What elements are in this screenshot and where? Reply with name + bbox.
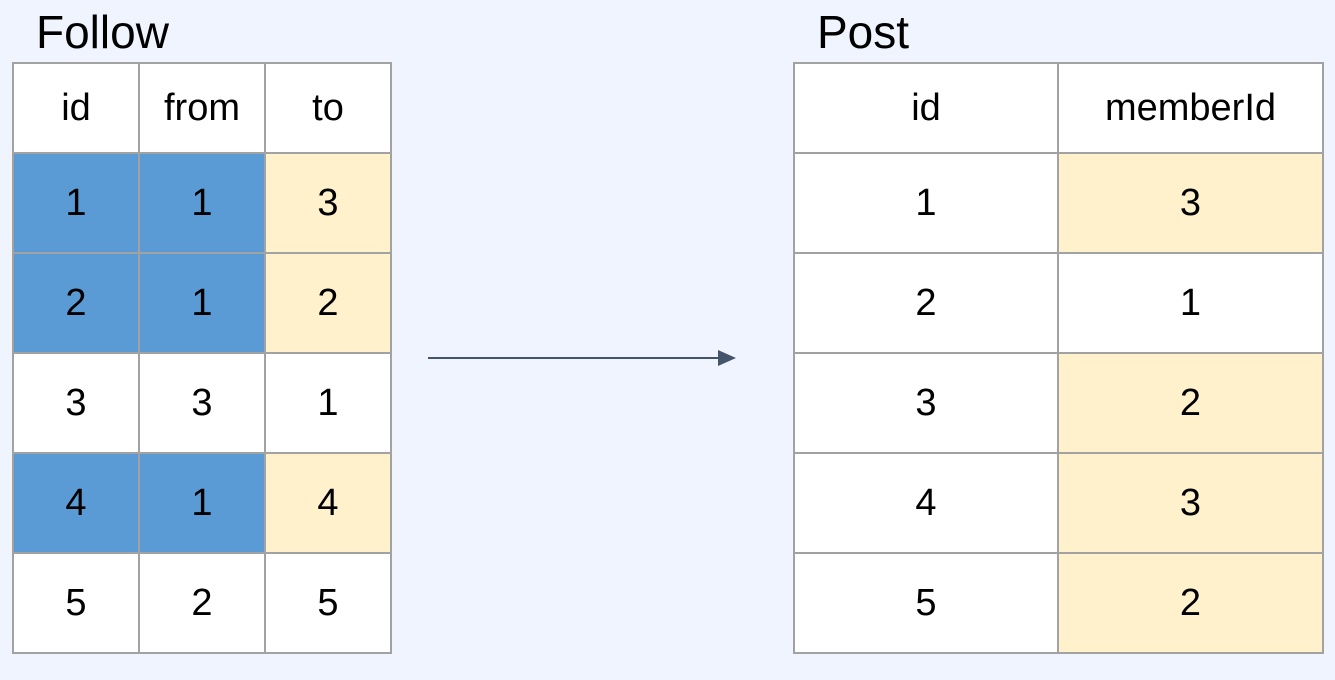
- follow-cell-to: 2: [264, 252, 392, 354]
- post-table-row: 3 2: [793, 352, 1324, 454]
- follow-table-row: 3 3 1: [12, 352, 392, 454]
- post-table-row: 1 3: [793, 152, 1324, 254]
- post-cell-id: 4: [793, 452, 1059, 554]
- follow-column-header-from: from: [138, 62, 266, 154]
- post-cell-member-id: 1: [1057, 252, 1324, 354]
- follow-cell-to: 1: [264, 352, 392, 454]
- follow-column-header-id: id: [12, 62, 140, 154]
- post-header-row: id memberId: [793, 62, 1324, 154]
- post-cell-member-id: 3: [1057, 452, 1324, 554]
- post-cell-id: 5: [793, 552, 1059, 654]
- post-table-row: 2 1: [793, 252, 1324, 354]
- follow-cell-id: 4: [12, 452, 140, 554]
- post-cell-member-id: 3: [1057, 152, 1324, 254]
- post-cell-member-id: 2: [1057, 552, 1324, 654]
- follow-cell-id: 5: [12, 552, 140, 654]
- follow-table-row: 5 2 5: [12, 552, 392, 654]
- post-column-header-member-id: memberId: [1057, 62, 1324, 154]
- follow-table-title: Follow: [36, 6, 169, 58]
- post-cell-member-id: 2: [1057, 352, 1324, 454]
- post-table-row: 5 2: [793, 552, 1324, 654]
- follow-table: id from to 1 1 3 2 1 2 3 3 1 4 1 4 5 2 5: [12, 62, 392, 654]
- follow-cell-to: 5: [264, 552, 392, 654]
- follow-header-row: id from to: [12, 62, 392, 154]
- follow-column-header-to: to: [264, 62, 392, 154]
- post-cell-id: 1: [793, 152, 1059, 254]
- follow-cell-from: 3: [138, 352, 266, 454]
- follow-table-row: 1 1 3: [12, 152, 392, 254]
- follow-cell-from: 1: [138, 252, 266, 354]
- post-table-title: Post: [817, 6, 910, 58]
- follow-cell-id: 1: [12, 152, 140, 254]
- follow-cell-id: 3: [12, 352, 140, 454]
- follow-table-row: 4 1 4: [12, 452, 392, 554]
- post-cell-id: 3: [793, 352, 1059, 454]
- follow-table-row: 2 1 2: [12, 252, 392, 354]
- follow-cell-from: 1: [138, 152, 266, 254]
- right-arrow-icon: [428, 350, 736, 366]
- follow-cell-from: 1: [138, 452, 266, 554]
- follow-cell-to: 4: [264, 452, 392, 554]
- post-column-header-id: id: [793, 62, 1059, 154]
- post-cell-id: 2: [793, 252, 1059, 354]
- follow-cell-id: 2: [12, 252, 140, 354]
- follow-cell-from: 2: [138, 552, 266, 654]
- post-table-row: 4 3: [793, 452, 1324, 554]
- post-table: id memberId 1 3 2 1 3 2 4 3 5 2: [793, 62, 1324, 654]
- follow-cell-to: 3: [264, 152, 392, 254]
